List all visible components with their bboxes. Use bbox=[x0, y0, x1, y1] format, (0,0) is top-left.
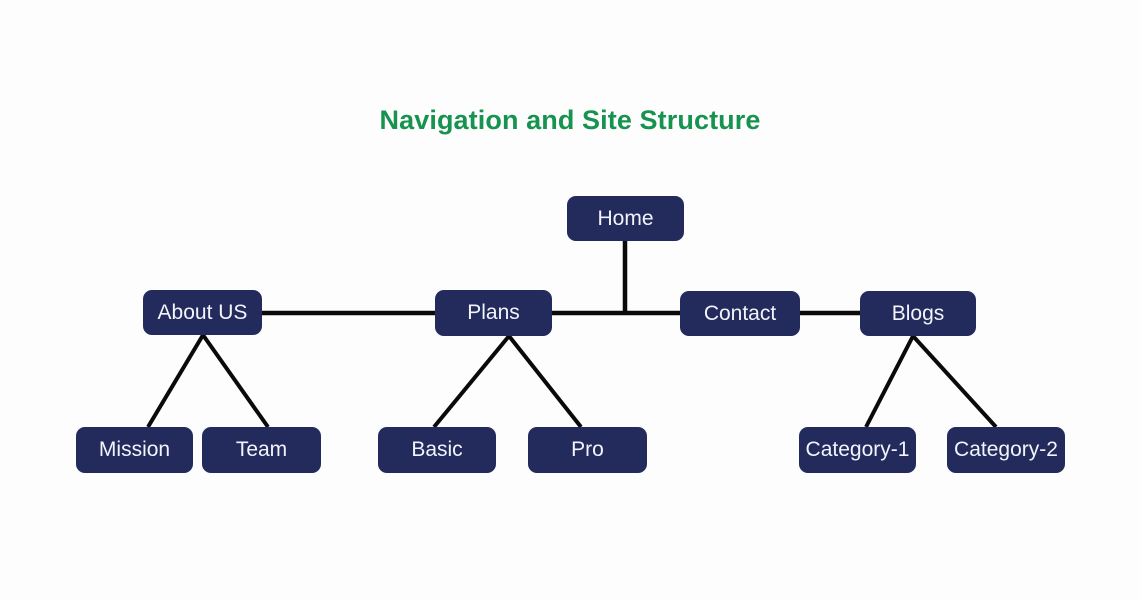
node-label-basic: Basic bbox=[411, 438, 463, 461]
node-plans[interactable]: Plans bbox=[435, 290, 552, 336]
node-label-mission: Mission bbox=[98, 438, 171, 461]
node-category-2[interactable]: Category-2 bbox=[947, 427, 1065, 473]
node-label-plans: Plans bbox=[467, 301, 520, 324]
edge-plans-basic bbox=[432, 334, 511, 429]
edge-about-mission bbox=[146, 333, 205, 429]
node-mission[interactable]: Mission bbox=[76, 427, 193, 473]
node-team[interactable]: Team bbox=[202, 427, 321, 473]
node-label-contact: Contact bbox=[703, 301, 777, 325]
diagram-title: Navigation and Site Structure bbox=[379, 105, 761, 135]
node-pro[interactable]: Pro bbox=[528, 427, 647, 473]
node-label-about-us: About US bbox=[157, 300, 248, 324]
edge-plans-pro bbox=[507, 334, 583, 429]
node-home[interactable]: Home bbox=[567, 196, 684, 241]
node-label-category-1: Category-1 bbox=[805, 438, 910, 461]
edge-about-team bbox=[201, 333, 270, 429]
node-label-home: Home bbox=[597, 206, 654, 230]
node-blogs[interactable]: Blogs bbox=[860, 291, 976, 336]
node-basic[interactable]: Basic bbox=[378, 427, 496, 473]
node-category-1[interactable]: Category-1 bbox=[799, 427, 916, 473]
node-label-category-2: Category-2 bbox=[954, 438, 1058, 461]
edge-blogs-category-1 bbox=[864, 335, 915, 428]
node-label-blogs: Blogs bbox=[891, 301, 945, 325]
node-about-us[interactable]: About US bbox=[143, 290, 262, 335]
edge-blogs-category-2 bbox=[911, 334, 998, 429]
node-label-team: Team bbox=[235, 438, 288, 461]
node-label-pro: Pro bbox=[571, 438, 604, 461]
node-contact[interactable]: Contact bbox=[680, 291, 800, 336]
